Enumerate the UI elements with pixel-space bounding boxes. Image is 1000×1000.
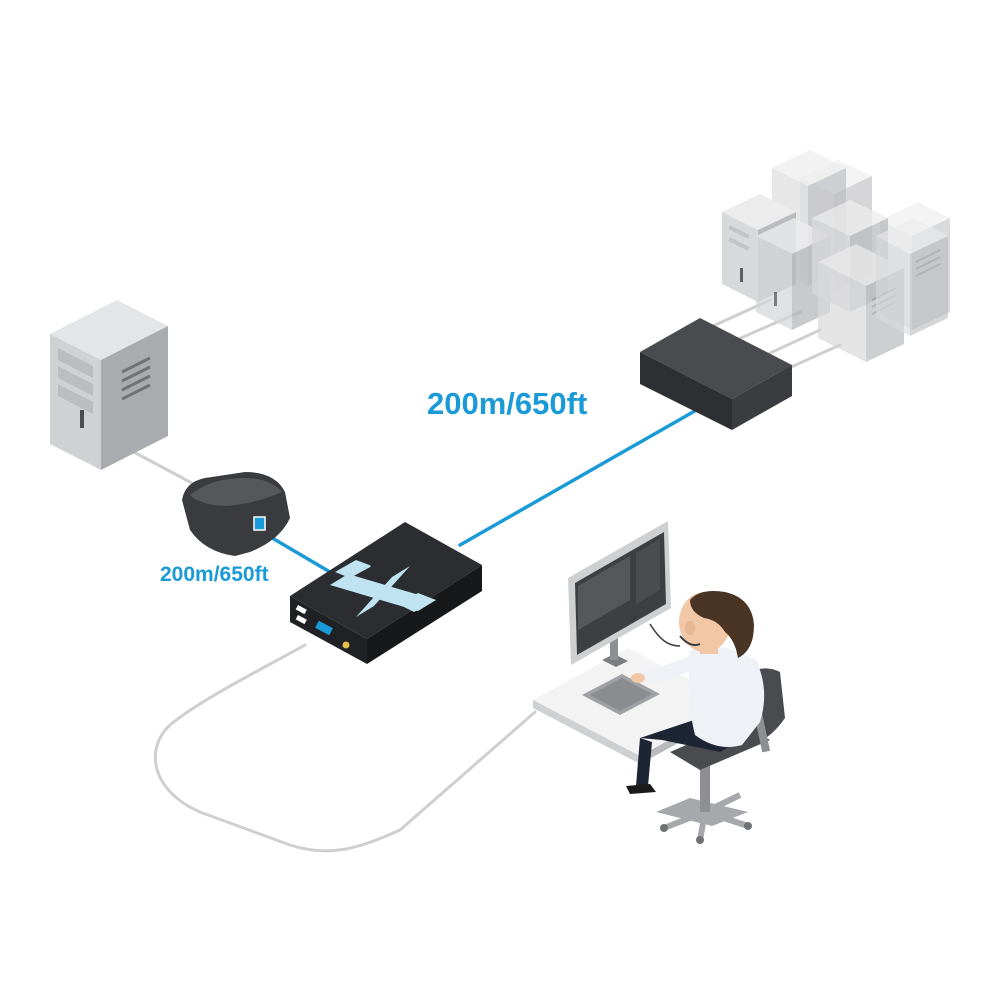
usb-port-2: [295, 615, 307, 625]
audio-port: [342, 641, 350, 649]
long-link-distance-label: 200m/650ft: [427, 386, 588, 421]
long-link-blue-cable: [458, 406, 702, 547]
server-cluster-icon: [722, 150, 950, 362]
transmitter-dongle-icon: [182, 472, 290, 556]
receiver-to-desk-loop-cable: [153, 643, 537, 853]
tower-server-icon: [50, 300, 168, 470]
mouse-cable: [649, 623, 681, 647]
x-logo: [330, 560, 436, 617]
usb-port-1: [295, 605, 307, 615]
cluster-server-front-right: [876, 218, 948, 336]
short-link-distance-label: 200m/650ft: [160, 563, 269, 586]
monitor: [568, 521, 671, 667]
dongle-port: [253, 516, 266, 531]
kvm-switch-icon: [640, 318, 792, 430]
vga-port: [315, 620, 333, 636]
kvm-receiver-icon: [290, 522, 482, 664]
keyboard: [582, 674, 660, 715]
person: [626, 591, 765, 794]
workstation-user-icon: [533, 521, 785, 844]
